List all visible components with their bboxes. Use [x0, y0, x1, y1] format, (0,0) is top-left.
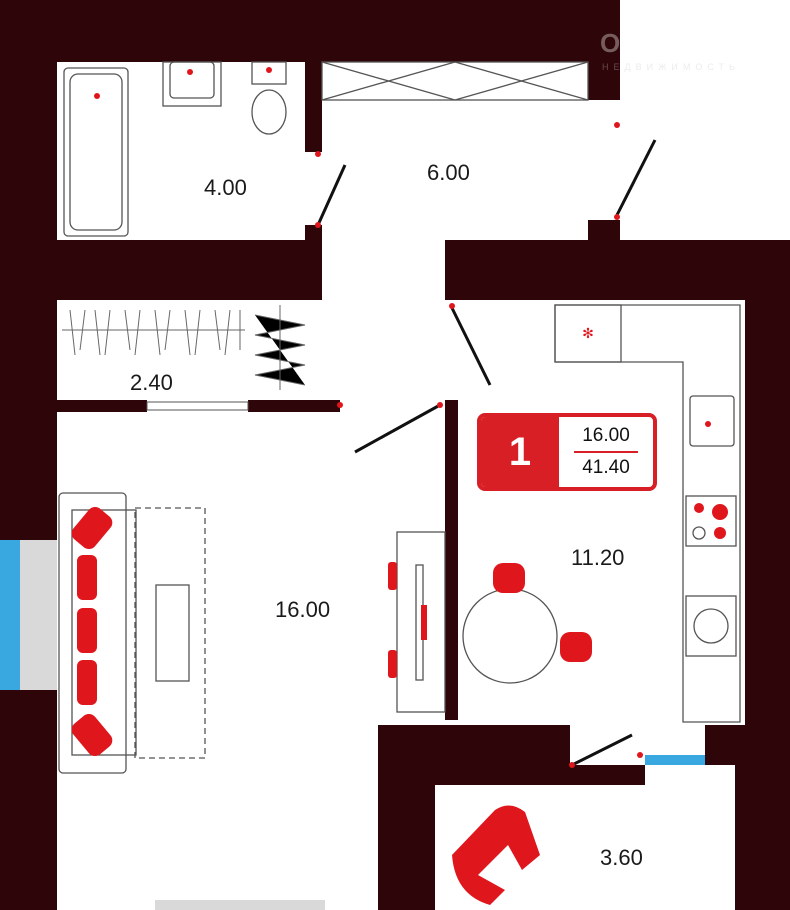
sink-icon: [162, 61, 222, 107]
living-area-value: 16.00: [582, 425, 630, 446]
closet-rack-icon: [62, 305, 306, 390]
closet-area: 2.40: [130, 370, 173, 395]
sofa-icon: [58, 492, 206, 774]
fridge-snowflake-icon: ✻: [582, 325, 594, 341]
kitchen-area: 11.20: [571, 545, 625, 570]
doors: [316, 139, 657, 767]
wardrobe-icon: [321, 61, 589, 101]
dining-table-icon: [462, 563, 592, 684]
bathroom-area: 4.00: [204, 175, 247, 200]
armchair-icon: [452, 805, 540, 905]
bathtub-icon: [63, 67, 129, 237]
rooms-count: 1: [481, 417, 559, 487]
watermark-logo: ONREALT: [600, 28, 731, 58]
kitchen-counter: ✻: [554, 304, 741, 723]
door-hinges: [315, 122, 643, 768]
balcony-area: 3.60: [600, 845, 643, 870]
apartment-badge: 1 16.00 41.40: [477, 413, 657, 491]
windows: [0, 401, 705, 910]
hall-area: 6.00: [427, 160, 470, 185]
tv-stand-icon: [388, 531, 446, 713]
badge-divider: [574, 451, 638, 453]
toilet-icon: [251, 61, 287, 135]
living-room-area: 16.00: [275, 597, 331, 622]
watermark-tagline: НЕДВИЖИМОСТЬ: [602, 62, 740, 72]
total-area-value: 41.40: [582, 457, 630, 478]
